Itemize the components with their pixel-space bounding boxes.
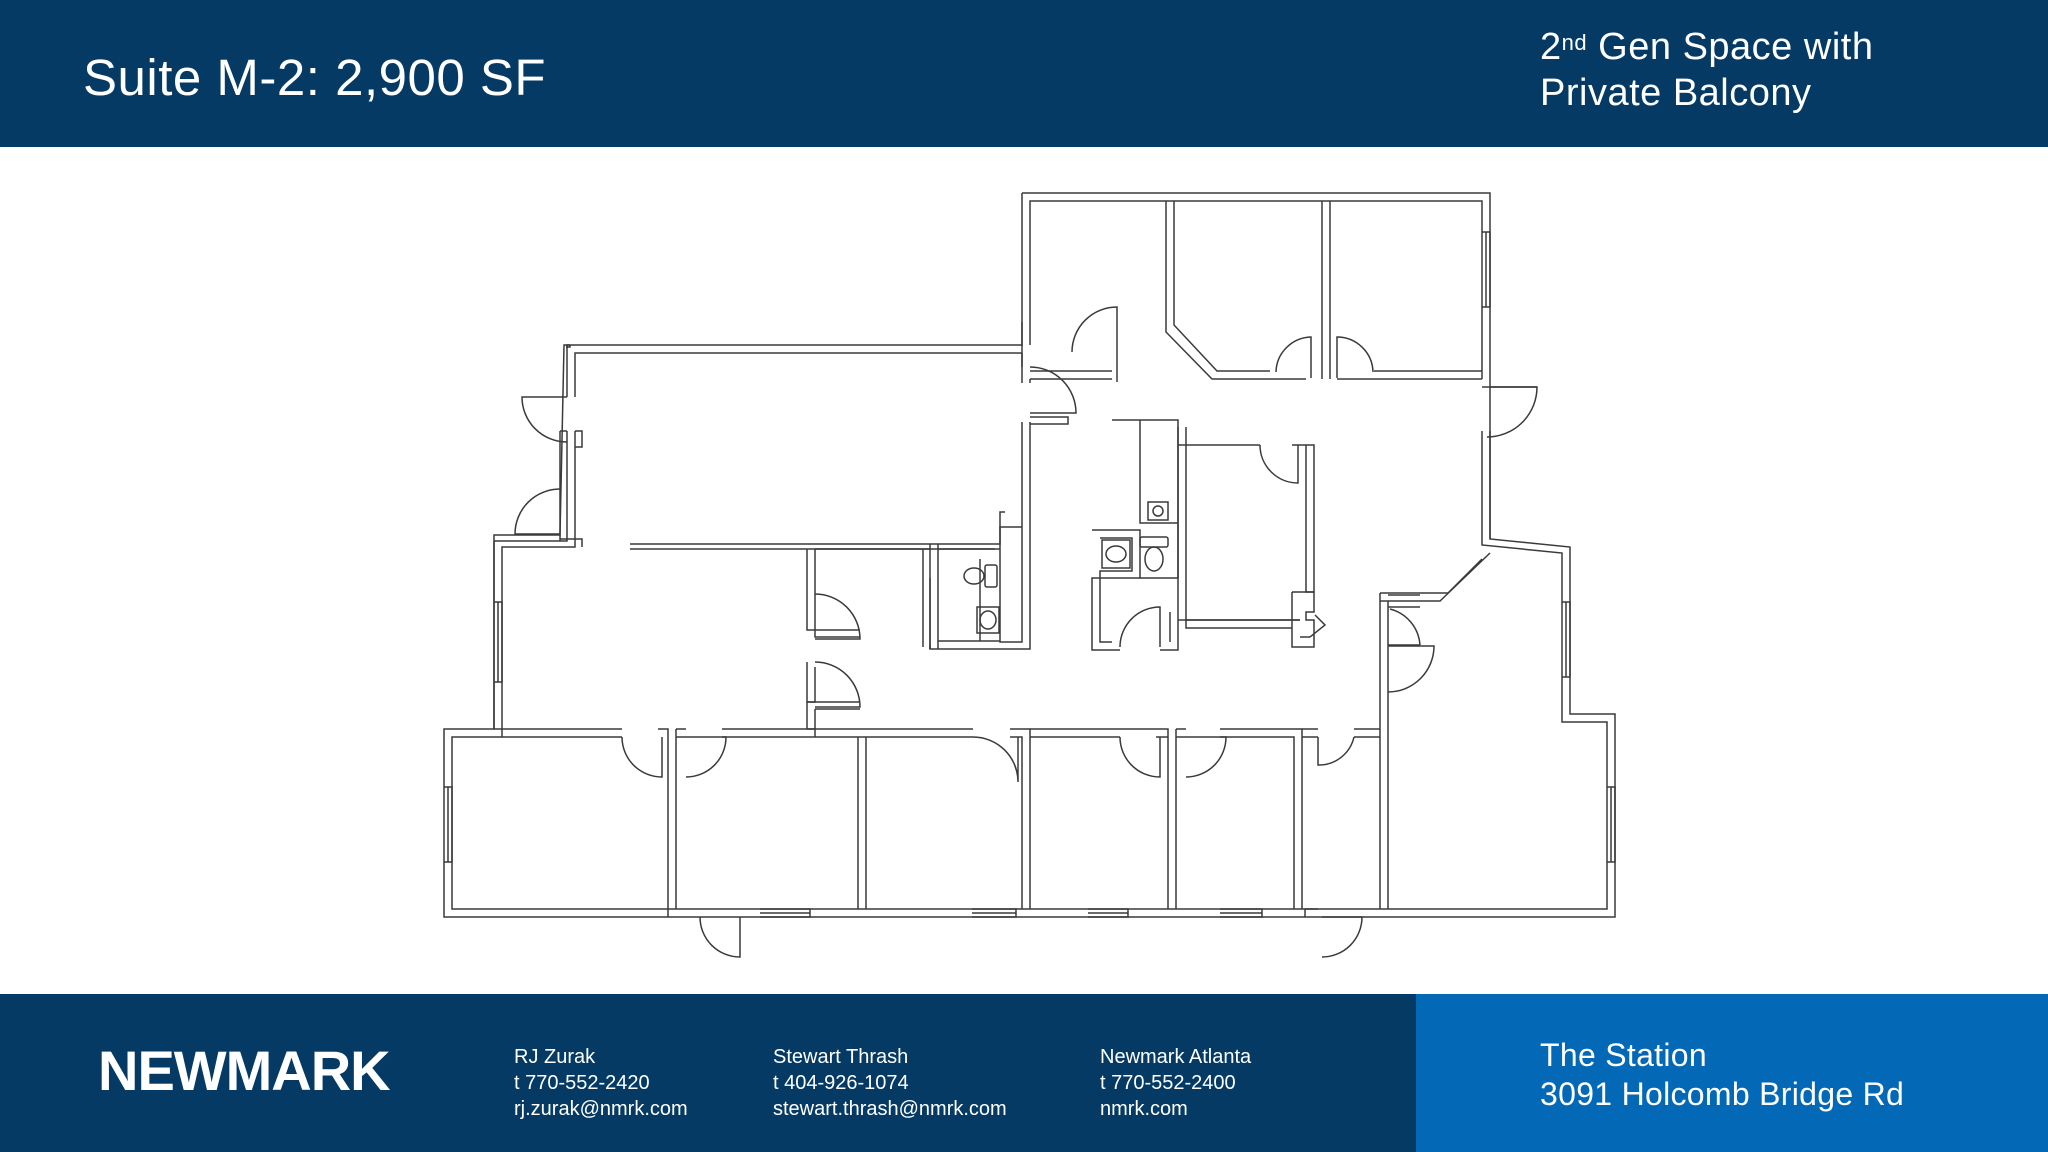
property-address-block: The Station 3091 Holcomb Bridge Rd [1540, 1036, 1904, 1114]
door-swings [514, 306, 1538, 958]
interior-walls [444, 201, 1616, 918]
floor-plan-drawing [443, 192, 1616, 958]
plumbing-fixtures [963, 501, 1169, 634]
contact-name: RJ Zurak [514, 1046, 596, 1068]
header-bar: Suite M-2: 2,900 SF 2nd Gen Space with P… [0, 0, 2048, 147]
contact-website[interactable]: nmrk.com [1100, 1098, 1188, 1120]
sink-icon [976, 606, 1000, 634]
tagline-line-1: 2nd Gen Space with [1540, 26, 1874, 68]
contact-email[interactable]: rj.zurak@nmrk.com [514, 1098, 688, 1120]
contact-rj-zurak: RJ Zurak t 770-552-2420 rj.zurak@nmrk.co… [514, 1044, 688, 1122]
toilet-bowl-icon [963, 567, 985, 585]
toilet-bowl-icon-2 [1144, 546, 1164, 572]
floor-plan [0, 147, 2048, 994]
newmark-logo: NEWMARK [98, 1039, 391, 1102]
toilet-tank-icon [984, 564, 998, 588]
suite-title: Suite M-2: 2,900 SF [83, 49, 547, 106]
contact-name: Newmark Atlanta [1100, 1046, 1252, 1068]
tagline-line-2: Private Balcony [1540, 72, 1812, 114]
tagline: 2nd Gen Space with Private Balcony [1540, 24, 1873, 116]
property-address: 3091 Holcomb Bridge Rd [1540, 1076, 1905, 1112]
footer-bar: NEWMARK RJ Zurak t 770-552-2420 rj.zurak… [0, 994, 2048, 1152]
sink-icon-2 [1101, 539, 1131, 569]
contact-email[interactable]: stewart.thrash@nmrk.com [773, 1098, 1007, 1120]
toilet-tank-icon-2 [1139, 536, 1169, 548]
property-panel: The Station 3091 Holcomb Bridge Rd [1416, 994, 2048, 1152]
contact-phone: t 404-926-1074 [773, 1072, 909, 1094]
contact-phone: t 770-552-2400 [1100, 1072, 1236, 1094]
contact-phone: t 770-552-2420 [514, 1072, 650, 1094]
contact-stewart-thrash: Stewart Thrash t 404-926-1074 stewart.th… [773, 1044, 1007, 1122]
contact-name: Stewart Thrash [773, 1046, 909, 1068]
property-name: The Station [1540, 1037, 1707, 1073]
kitchen-sink-icon [1147, 501, 1169, 521]
contact-newmark-atlanta: Newmark Atlanta t 770-552-2400 nmrk.com [1100, 1044, 1251, 1122]
